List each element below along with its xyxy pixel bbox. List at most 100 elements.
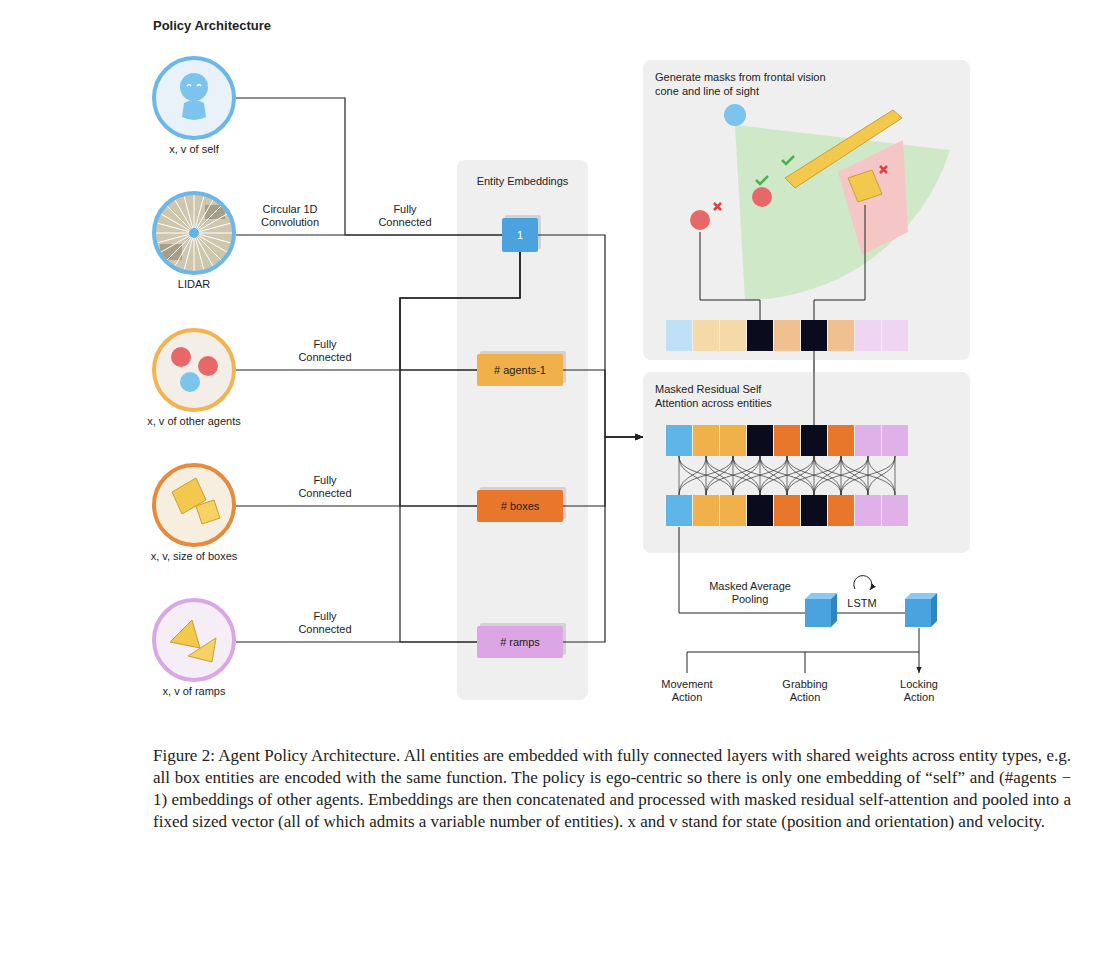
pooling-lstm xyxy=(931,593,937,627)
lidar-icon xyxy=(194,233,204,272)
pooling-lstm xyxy=(905,599,931,627)
pooling-lstm xyxy=(679,527,905,613)
connector xyxy=(563,437,643,642)
vision-cone xyxy=(785,110,902,188)
entity-row xyxy=(760,456,787,495)
entity-row xyxy=(787,456,814,495)
self-icon xyxy=(154,58,234,138)
entity-row xyxy=(787,456,841,495)
lidar-icon xyxy=(194,233,214,268)
entity-row xyxy=(868,456,895,495)
entity-row xyxy=(855,320,881,351)
pooling-lstm xyxy=(687,652,919,673)
entity-row xyxy=(706,456,760,495)
entity-row xyxy=(693,320,719,351)
node-label: LIDAR xyxy=(134,277,254,291)
entity-row xyxy=(774,495,800,526)
entity-row xyxy=(828,425,854,456)
edge-label: Fully Connected xyxy=(290,474,360,500)
entity-row xyxy=(679,456,706,495)
entity-row xyxy=(841,456,895,495)
entity-row xyxy=(882,425,908,456)
entity-row xyxy=(760,456,814,495)
embedding-box: # agents-1 xyxy=(477,354,563,386)
connector xyxy=(236,234,502,235)
embedding-box: 1 xyxy=(502,218,538,252)
lidar-icon xyxy=(189,228,199,238)
entity-row xyxy=(720,425,746,456)
entity-row xyxy=(720,495,746,526)
edge-label: Fully Connected xyxy=(290,338,360,364)
entity-row xyxy=(801,425,827,456)
entity-row xyxy=(814,456,841,495)
pooling-lstm xyxy=(831,593,837,627)
lidar-icon xyxy=(154,193,234,273)
vision-cone xyxy=(838,140,908,255)
vision-cone xyxy=(848,170,882,202)
entity-row xyxy=(760,456,814,495)
input-circle: x, v, size of boxes xyxy=(152,463,236,547)
lidar-icon xyxy=(159,233,194,253)
input-circle: x, v of self xyxy=(152,56,236,140)
entity-row xyxy=(679,456,733,495)
node-label: Masked Residual Self Attention across en… xyxy=(655,382,805,410)
agents-icon xyxy=(171,347,191,367)
panel-ground xyxy=(643,60,970,360)
entity-row xyxy=(882,495,908,526)
entity-row xyxy=(828,495,854,526)
panel: Generate masks from frontal vision cone … xyxy=(643,60,970,360)
agents-icon xyxy=(198,356,218,376)
node-label: x, v, size of boxes xyxy=(134,549,254,563)
entity-row xyxy=(747,425,773,456)
lidar-icon xyxy=(194,193,195,233)
self-icon xyxy=(154,58,234,138)
entity-row xyxy=(666,495,692,526)
boxes-icon xyxy=(196,500,220,524)
lidar-icon xyxy=(194,213,229,233)
edge-label: Fully Connected xyxy=(370,203,440,229)
connector xyxy=(563,370,643,437)
entity-row xyxy=(679,456,706,495)
node-label: # agents-1 xyxy=(494,364,546,376)
connector xyxy=(400,252,520,642)
entity-row xyxy=(774,320,800,351)
node-label: Generate masks from frontal vision cone … xyxy=(655,70,830,98)
entity-row xyxy=(855,425,881,456)
vision-cone xyxy=(814,350,815,425)
edge-label: Circular 1D Convolution xyxy=(255,203,325,229)
self-icon xyxy=(180,73,208,101)
figure-caption: Figure 2: Agent Policy Architecture. All… xyxy=(153,745,1071,833)
entity-row xyxy=(706,456,733,495)
agents-icon xyxy=(154,330,234,410)
panel-ground xyxy=(457,160,588,700)
entity-row xyxy=(841,456,868,495)
input-circle: x, v of ramps xyxy=(152,598,236,682)
panel: Entity Embeddings1# agents-1# boxes# ram… xyxy=(457,160,588,700)
ramps-icon xyxy=(154,600,234,680)
figure-title: Policy Architecture xyxy=(153,18,271,33)
node-label: # ramps xyxy=(500,636,540,648)
vision-cone xyxy=(752,187,772,207)
lidar-icon xyxy=(174,198,194,233)
entity-row xyxy=(841,456,868,495)
boxes-icon xyxy=(154,465,234,545)
entity-row xyxy=(895,456,896,495)
connector xyxy=(236,98,502,235)
vision-cone xyxy=(714,166,887,210)
entity-row xyxy=(868,456,895,495)
entity-row xyxy=(720,320,746,351)
lidar-icon xyxy=(154,233,194,234)
entity-row xyxy=(801,320,827,351)
entity-row xyxy=(693,495,719,526)
entity-row xyxy=(733,456,787,495)
entity-row xyxy=(882,320,908,351)
annotation: Grabbing Action xyxy=(773,678,837,704)
agents-icon xyxy=(180,372,200,392)
connector xyxy=(813,360,814,372)
node-label: 1 xyxy=(517,229,523,241)
node-label: x, v of other agents xyxy=(134,414,254,428)
lidar-icon xyxy=(184,194,194,233)
embedding-box: # ramps xyxy=(477,626,563,658)
entity-row xyxy=(747,320,773,351)
connector xyxy=(538,235,643,437)
